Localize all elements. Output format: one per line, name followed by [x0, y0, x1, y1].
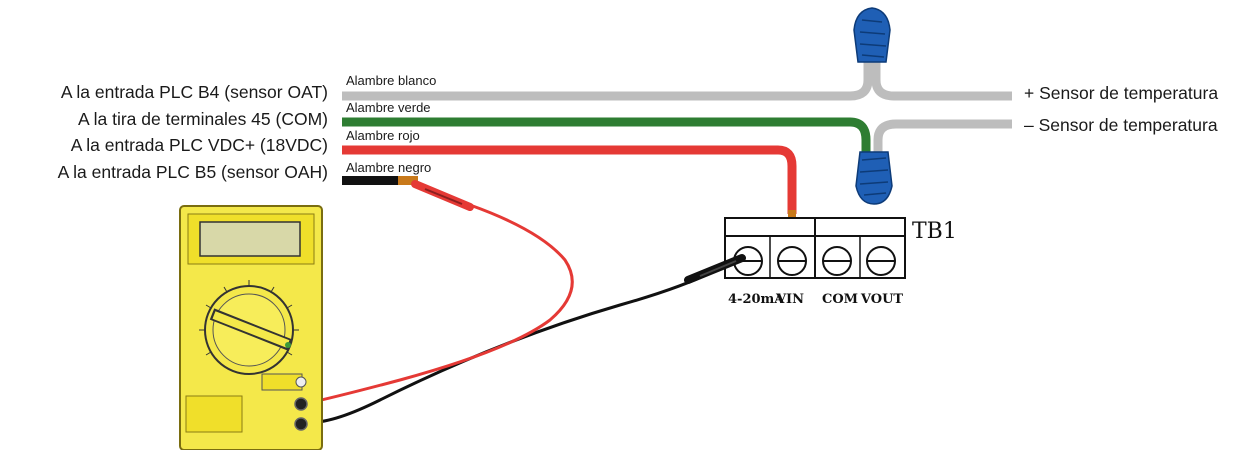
terminal-screw — [822, 246, 852, 276]
label-sensor-minus: – Sensor de temperatura — [1024, 115, 1218, 135]
meter-jack-v — [294, 397, 308, 411]
tb1-label: TB1 — [912, 219, 957, 244]
terminal-screw — [866, 246, 896, 276]
terminal-label-vin: VIN — [775, 292, 804, 307]
black-wire — [342, 176, 400, 185]
white-wire-left — [342, 58, 873, 101]
terminal-screw — [777, 246, 807, 276]
gray-wire-right — [873, 119, 1012, 158]
label-sensor-plus: + Sensor de temperatura — [1024, 83, 1218, 103]
red-wire-tip — [788, 210, 796, 218]
label-plc-b4: A la entrada PLC B4 (sensor OAT) — [61, 82, 328, 102]
wire-nut-icon — [853, 7, 891, 63]
label-plc-vdc: A la entrada PLC VDC+ (18VDC) — [71, 135, 328, 155]
terminal-block-tb1: TB1 4-20mA VIN COM VOUT — [724, 217, 957, 307]
meter-jack-com — [294, 417, 308, 431]
black-wire-tip — [398, 176, 418, 185]
green-wire — [342, 117, 871, 158]
label-white-wire: Alambre blanco — [346, 73, 436, 88]
label-red-wire: Alambre rojo — [346, 128, 420, 143]
black-probe-lead — [305, 270, 713, 424]
wire-nut-bottom — [855, 151, 893, 205]
terminal-label-4-20ma: 4-20mA — [728, 292, 785, 307]
red-wire — [342, 145, 797, 214]
label-terminal-45: A la tira de terminales 45 (COM) — [78, 109, 328, 129]
label-black-wire: Alambre negro — [346, 160, 431, 175]
meter-display — [199, 221, 301, 257]
terminal-label-com: COM — [822, 292, 858, 307]
label-plc-b5: A la entrada PLC B5 (sensor OAH) — [58, 162, 328, 182]
multimeter-icon — [179, 205, 323, 450]
label-green-wire: Alambre verde — [346, 100, 431, 115]
terminal-label-vout: VOUT — [860, 292, 904, 307]
wire-nut-icon — [855, 151, 893, 205]
red-probe-lead — [303, 203, 574, 406]
wire-nut-top — [853, 7, 891, 63]
white-wire-right — [871, 58, 1012, 101]
